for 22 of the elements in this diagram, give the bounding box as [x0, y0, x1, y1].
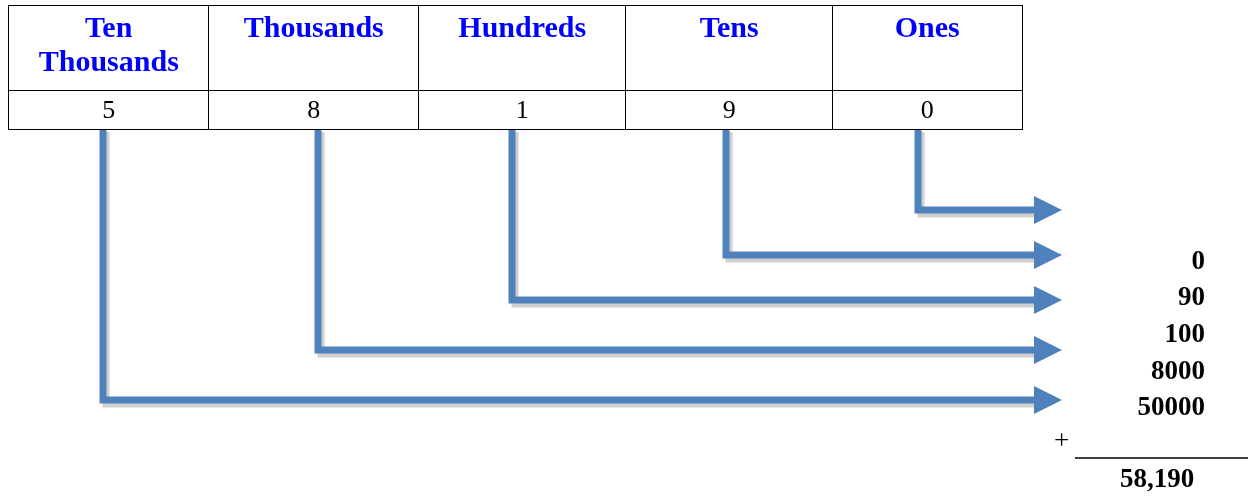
digit-cell: 5 — [8, 90, 210, 130]
header-cell: Ones — [832, 5, 1023, 92]
arrow — [914, 128, 1062, 224]
arrow — [99, 128, 1062, 414]
arrow — [508, 128, 1062, 314]
place-value: 50000 — [1137, 390, 1205, 422]
digit-cell: 9 — [625, 90, 834, 130]
place-value: 100 — [1164, 317, 1205, 349]
digit-cell: 8 — [208, 90, 420, 130]
place-value: 90 — [1178, 280, 1205, 312]
place-value: 0 — [1191, 244, 1205, 276]
header-cell: Ten Thousands — [8, 5, 210, 92]
digit-cell: 0 — [832, 90, 1023, 130]
sum-total: 58,190 — [1120, 462, 1195, 494]
place-value: 8000 — [1151, 354, 1205, 386]
digit-cell: 1 — [418, 90, 627, 130]
arrow — [722, 128, 1062, 269]
header-cell: Tens — [625, 5, 834, 92]
header-cell: Thousands — [208, 5, 420, 92]
arrow — [314, 128, 1062, 364]
header-cell: Hundreds — [418, 5, 627, 92]
plus-sign: + — [1054, 424, 1070, 456]
